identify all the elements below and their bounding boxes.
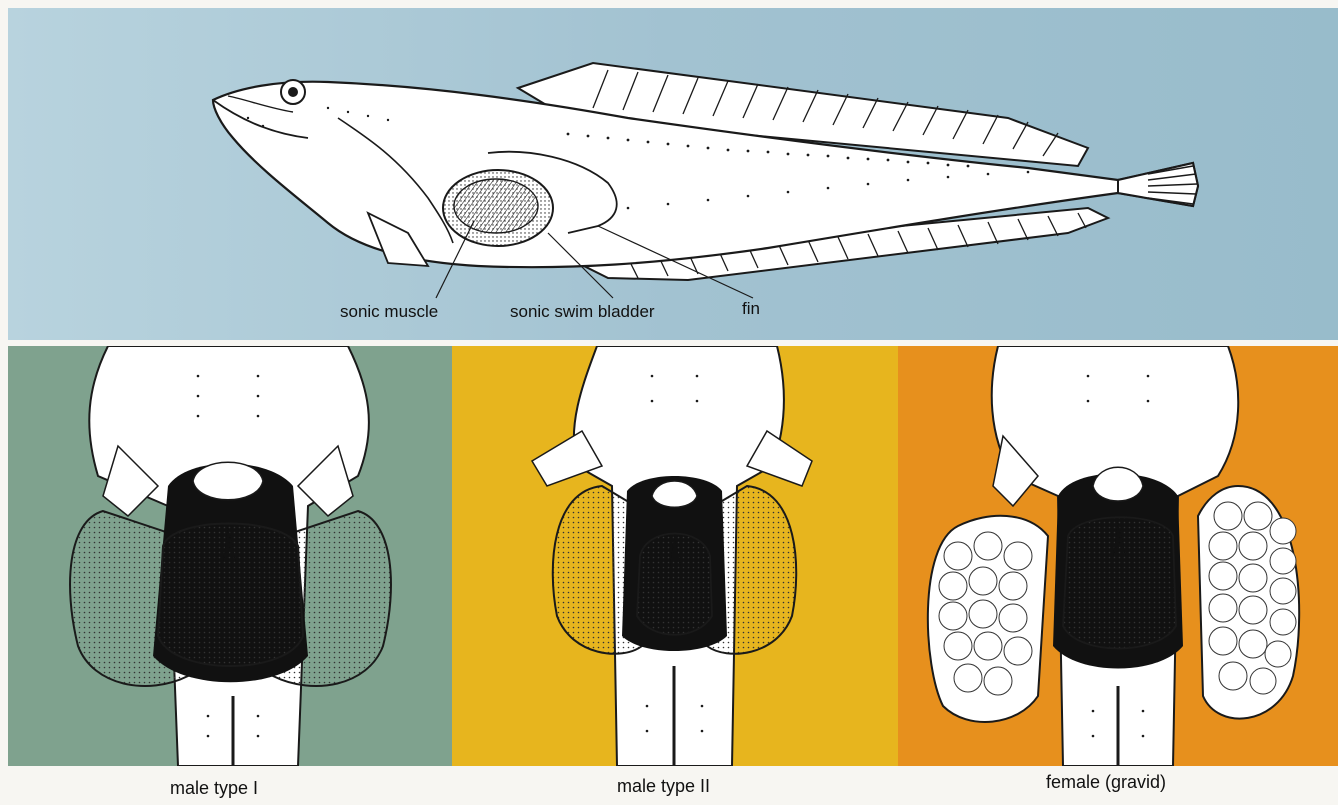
sonic-muscle-label: sonic muscle [340,302,438,322]
male-type-1-panel [8,346,452,766]
fish-lateral-view-panel: sonic muscle sonic swim bladder fin [8,8,1338,340]
fin-label: fin [742,299,760,319]
male-type-2-caption: male type II [617,776,710,797]
male-type-1-illustration [8,346,452,766]
male-type-2-illustration [452,346,898,766]
female-gravid-caption: female (gravid) [1046,772,1166,793]
female-gravid-panel [898,346,1338,766]
male-type-1-caption: male type I [170,778,258,799]
sonic-swim-bladder-label: sonic swim bladder [510,302,655,322]
female-gravid-illustration [898,346,1338,766]
male-type-2-panel [452,346,898,766]
fish-lateral-illustration [8,8,1338,340]
